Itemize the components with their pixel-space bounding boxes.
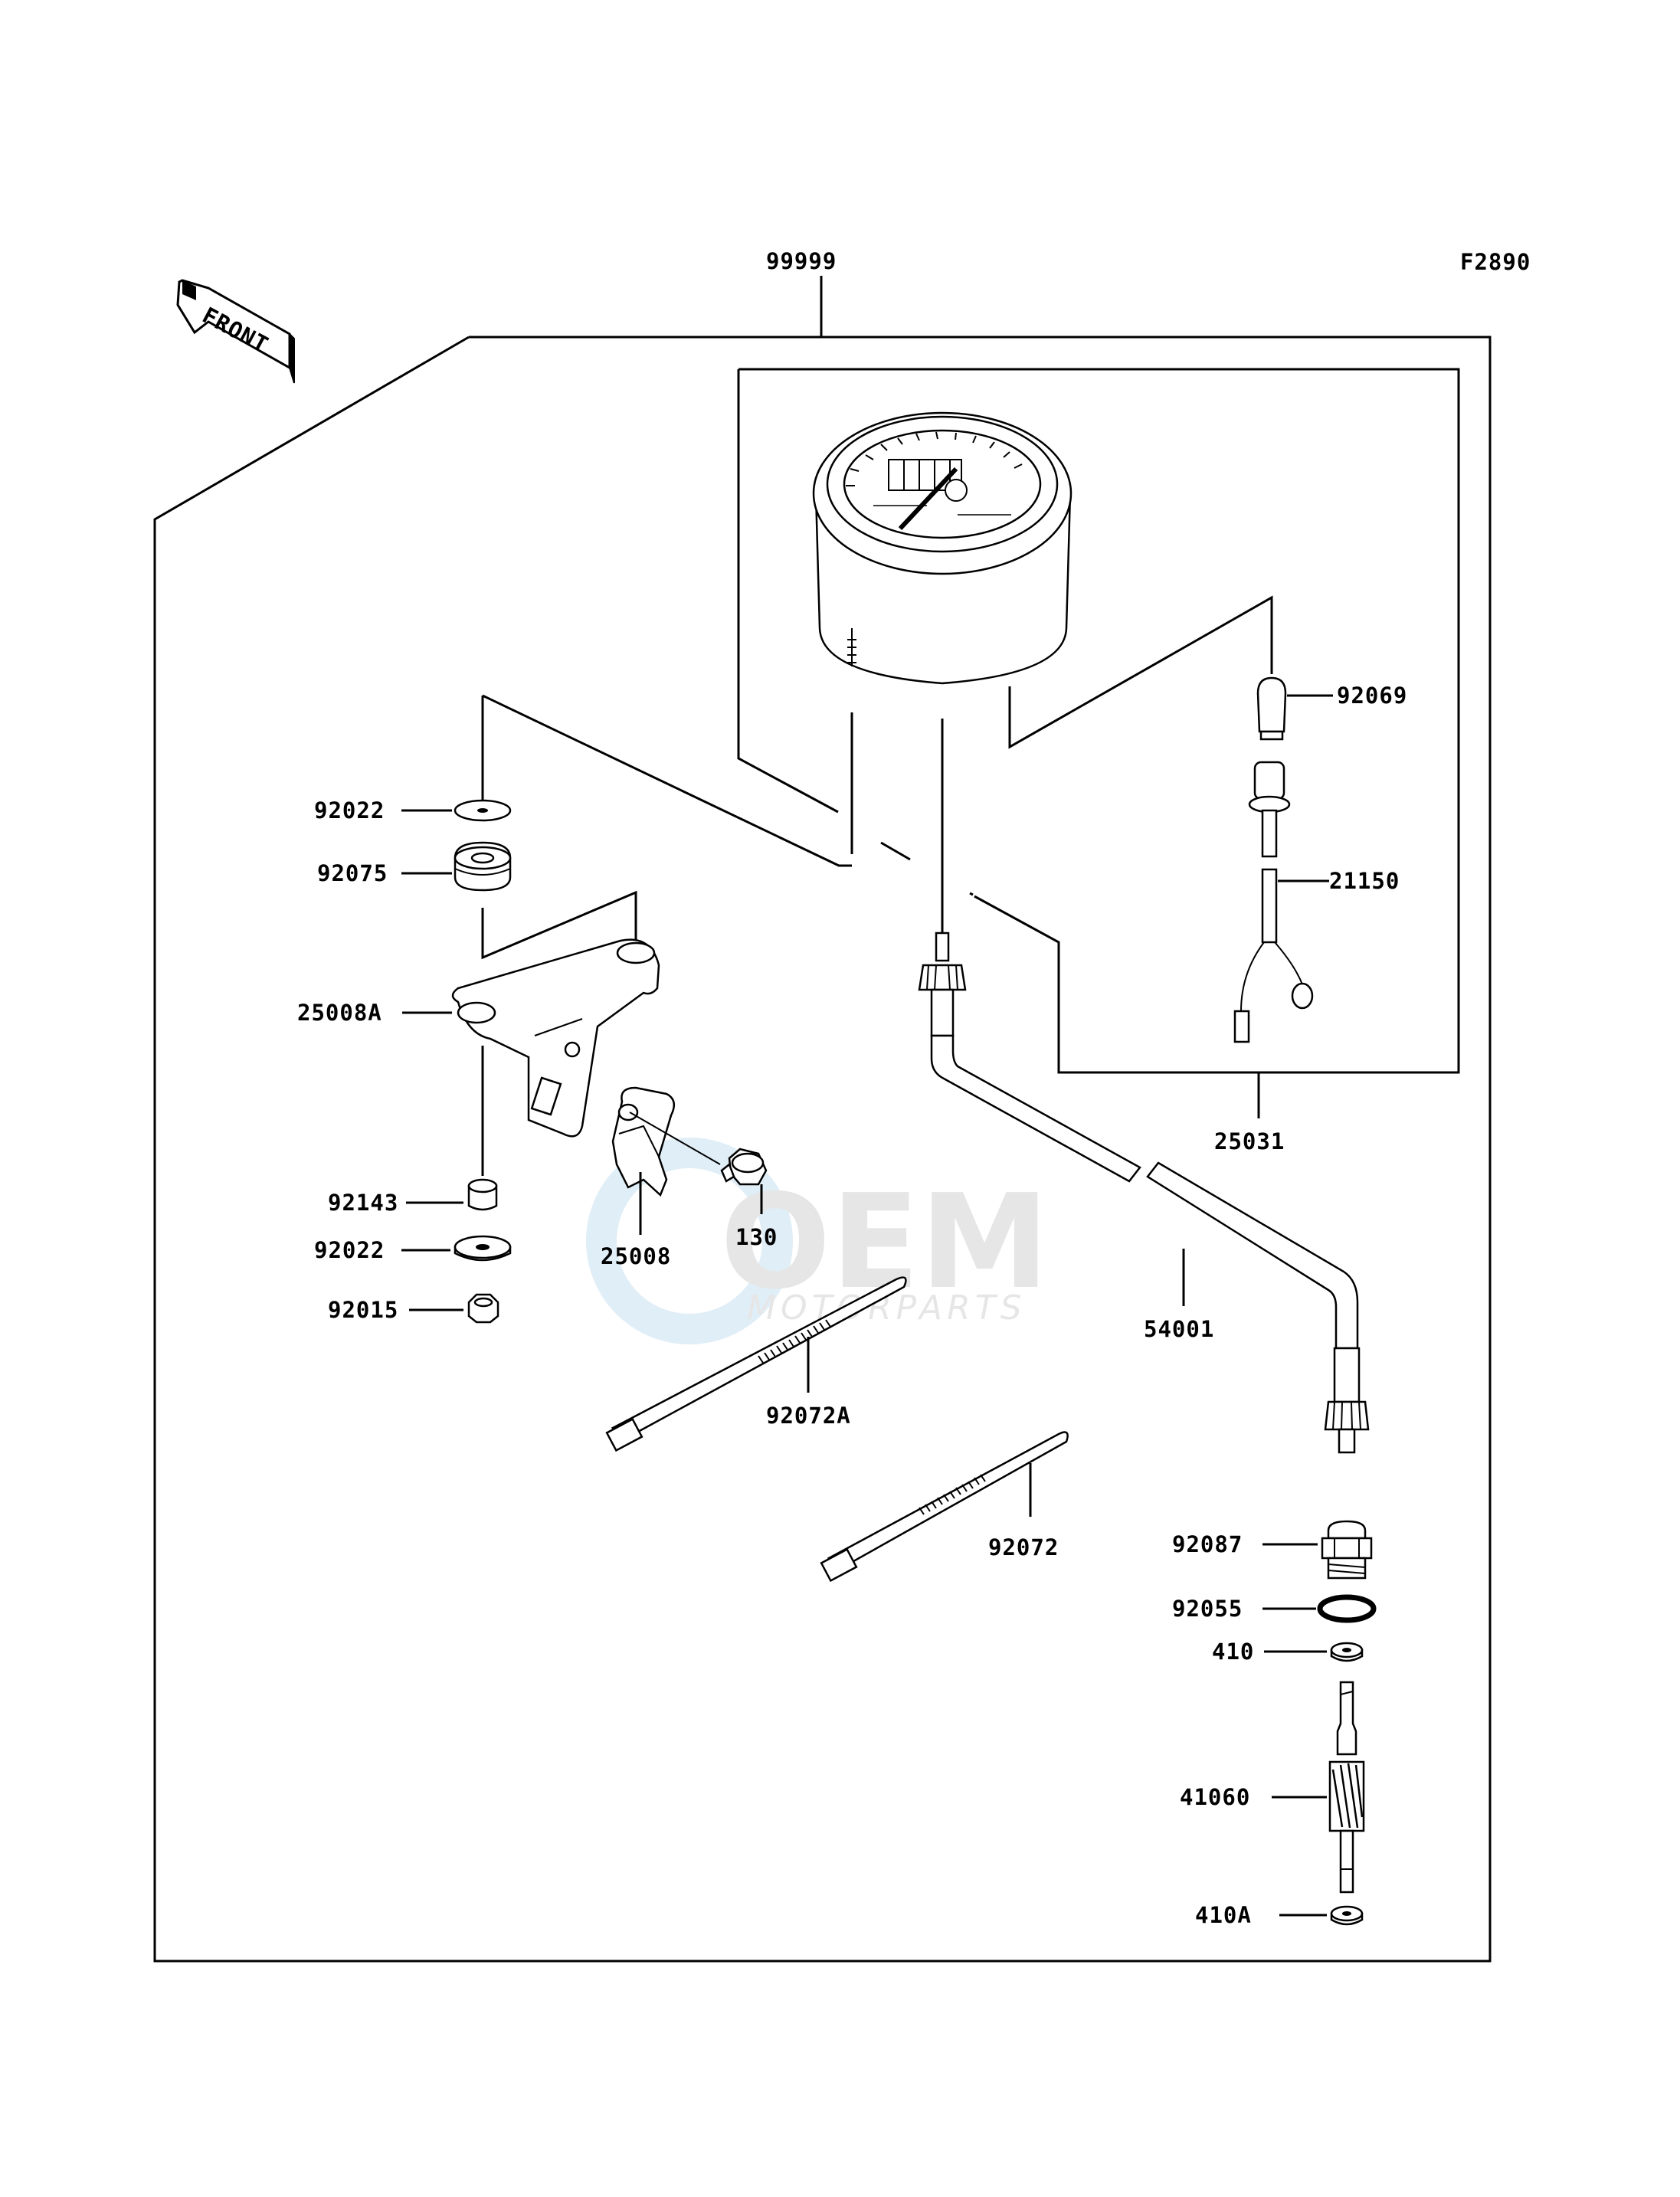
pinion-shaft-41060: [1328, 1681, 1365, 1894]
label-25031: 25031: [1214, 1128, 1285, 1154]
label-92072: 92072: [988, 1534, 1059, 1560]
label-92069: 92069: [1337, 683, 1407, 709]
label-41060: 41060: [1180, 1784, 1250, 1810]
cable-54001: [918, 932, 1370, 1454]
label-25008a: 25008A: [297, 1000, 382, 1026]
label-21150: 21150: [1329, 868, 1400, 894]
band-92072a: [605, 1276, 907, 1452]
speedometer-gauge: [812, 411, 1073, 958]
bracket-25008a: [451, 938, 660, 1138]
band-92072: [820, 1431, 1069, 1583]
label-92022-bottom: 92022: [314, 1237, 385, 1263]
bulb-92069: [1256, 676, 1287, 741]
label-25008: 25008: [601, 1243, 671, 1269]
label-92055: 92055: [1172, 1596, 1243, 1622]
washer-92022-top: [454, 799, 512, 822]
label-410a: 410A: [1195, 1902, 1252, 1928]
figure-code: F2890: [1460, 249, 1531, 275]
assembly-frame: [153, 336, 1492, 1963]
bolt-130: [720, 1148, 768, 1186]
washer-410a: [1330, 1905, 1364, 1926]
washer-410: [1330, 1642, 1364, 1662]
label-92072a: 92072A: [766, 1403, 851, 1429]
washer-92022-bottom: [454, 1235, 512, 1262]
label-92022-top: 92022: [314, 797, 385, 823]
label-54001: 54001: [1144, 1316, 1214, 1342]
grommet-92075: [454, 841, 512, 892]
front-arrow-icon: FRONT: [176, 279, 295, 384]
socket-wire-21150: [1233, 761, 1314, 1043]
clamp-25008: [611, 1086, 676, 1197]
label-99999: 99999: [766, 248, 837, 274]
label-130: 130: [735, 1224, 778, 1250]
label-410: 410: [1212, 1639, 1254, 1665]
oring-92055: [1317, 1594, 1377, 1623]
nut-92015: [467, 1293, 499, 1324]
fitting-92087: [1321, 1520, 1373, 1580]
label-92075: 92075: [317, 860, 388, 886]
label-92015: 92015: [328, 1297, 398, 1323]
label-92143: 92143: [328, 1190, 398, 1216]
label-92087: 92087: [1172, 1531, 1243, 1557]
collar-92143: [467, 1178, 498, 1211]
